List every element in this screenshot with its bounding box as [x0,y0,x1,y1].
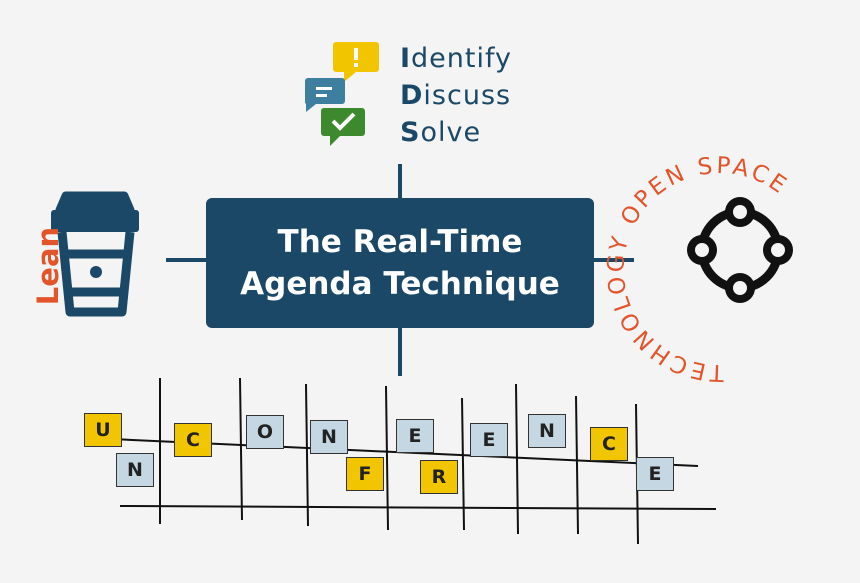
letter-tile: O [246,415,284,449]
center-title-line1: The Real-Time [277,224,523,260]
unconference-grid [89,377,717,545]
letter-tile: E [470,423,508,457]
letter-tile: U [84,413,122,447]
letter-tile: E [396,419,434,453]
ids-row-discuss: Discuss [400,77,512,114]
letter-tile: C [590,427,628,461]
center-title-box: The Real-Time Agenda Technique [206,198,594,328]
letter-tile: F [346,457,384,491]
ids-row-solve: Solve [400,114,512,151]
letter-tile: R [420,460,458,494]
letter-tile: N [116,453,154,487]
lean-label: Lean [31,226,65,306]
letter-tile: N [310,420,348,454]
ids-row-identify: Identify [400,40,512,77]
ids-initial: S [400,117,421,148]
identify-discuss-solve: Identify Discuss Solve [400,40,512,151]
ids-word: iscuss [423,80,512,111]
coffee-cup-icon [51,191,139,317]
ids-initial: D [400,80,424,111]
people-circle-icon [687,197,793,303]
letter-tile: C [174,423,212,457]
ids-word: dentify [411,43,513,74]
letter-tile: N [528,414,566,448]
ids-initial: I [400,43,412,74]
ids-word: olve [420,117,482,148]
chat-bubbles-icon [304,42,379,146]
open-space-arc-text: TECHNOLOGY OPEN SPACE [603,153,793,386]
center-title-line2: Agenda Technique [240,266,560,302]
letter-tile: E [636,457,674,491]
